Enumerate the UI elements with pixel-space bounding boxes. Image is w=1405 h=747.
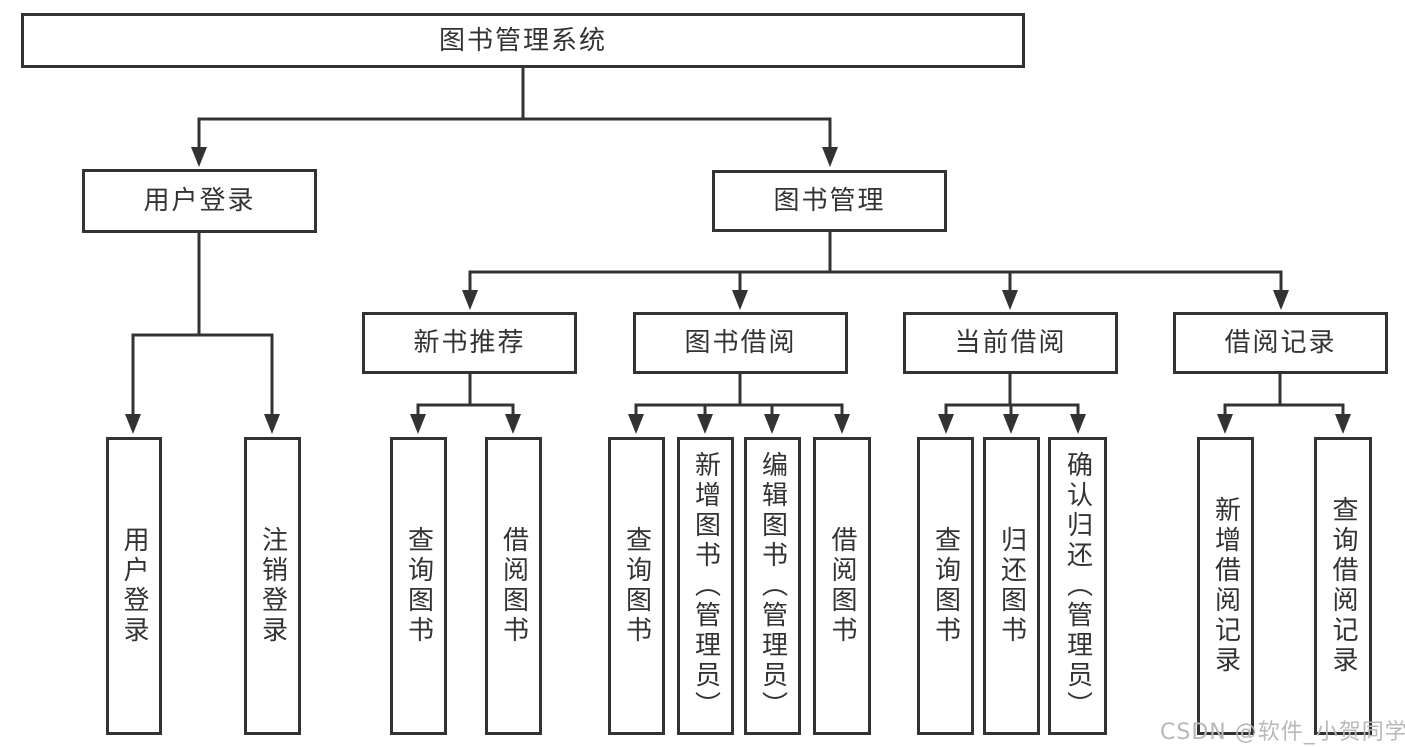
leaf-add-borrow-record-label: 新增借阅记录 [1210,496,1241,676]
leaf-add-borrow-record: 新增借阅记录 [1197,437,1254,735]
arrow-icon [938,414,954,434]
arrow-icon [410,414,426,434]
node-book-management-label: 图书管理 [773,186,886,216]
node-new-book-recommend-label: 新书推荐 [413,328,526,358]
user-login-connector [131,231,274,419]
leaf-add-book-admin-label: 新增图书（管理员） [690,451,721,721]
leaf-confirm-return-admin: 确认归还（管理员） [1048,437,1107,735]
leaf-query-books-borrow-label: 查询图书 [621,526,652,646]
leaf-query-books-current-label: 查询图书 [930,526,961,646]
arrow-icon [264,414,280,434]
connector-lines [131,66,1345,419]
root-connector [197,66,832,152]
csdn-watermark: CSDN @软件_小贺同学 [1160,720,1405,745]
leaf-query-books-recommend-label: 查询图书 [403,526,434,646]
leaf-edit-book-admin-label: 编辑图书（管理员） [757,451,788,721]
node-current-borrow-label: 当前借阅 [954,328,1067,358]
arrow-icon [732,290,748,310]
borrow-records-connector [1223,372,1345,419]
arrow-icon [628,414,644,434]
leaf-borrow-books-label: 借阅图书 [827,526,857,646]
arrow-icon [191,147,207,167]
arrow-icon [505,414,521,434]
leaf-return-books-label: 归还图书 [996,526,1027,646]
node-root: 图书管理系统 [21,13,1025,68]
node-user-login-label: 用户登录 [143,186,256,216]
node-current-borrow: 当前借阅 [903,312,1118,374]
leaf-borrow-books: 借阅图书 [813,437,871,735]
arrow-icon [1003,414,1019,434]
arrow-icon [1070,414,1086,434]
node-book-borrow-label: 图书借阅 [684,328,797,358]
leaf-query-books-current: 查询图书 [917,437,974,735]
node-book-borrow: 图书借阅 [633,312,848,374]
arrow-icon [1217,414,1233,434]
leaf-borrow-books-recommend-label: 借阅图书 [498,526,529,646]
leaf-query-borrow-record-label: 查询借阅记录 [1328,496,1358,676]
arrow-icon [1273,290,1289,310]
leaf-query-books-recommend: 查询图书 [390,437,447,735]
node-borrow-records: 借阅记录 [1173,312,1388,374]
arrow-icon [697,414,713,434]
arrow-icon [125,414,141,434]
leaf-user-login: 用户登录 [106,437,162,735]
leaf-query-borrow-record: 查询借阅记录 [1314,437,1372,735]
arrow-icon [764,414,780,434]
leaf-borrow-books-recommend: 借阅图书 [485,437,542,735]
leaf-logout: 注销登录 [244,437,301,735]
book-management-connector [468,230,1283,295]
arrow-icon [1002,290,1018,310]
leaf-return-books: 归还图书 [983,437,1040,735]
node-root-label: 图书管理系统 [438,25,607,56]
node-new-book-recommend: 新书推荐 [362,312,577,374]
book-borrow-connector [634,372,844,419]
leaf-query-books-borrow: 查询图书 [608,437,665,735]
arrow-icon [462,290,478,310]
node-borrow-records-label: 借阅记录 [1224,328,1337,358]
node-user-login: 用户登录 [82,169,317,233]
connector-arrowheads [125,147,1351,434]
current-borrow-connector [944,372,1080,419]
arrow-icon [822,147,838,167]
new-book-recommend-connector [416,372,515,419]
leaf-user-login-label: 用户登录 [119,526,149,646]
leaf-confirm-return-admin-label: 确认归还（管理员） [1062,451,1093,721]
node-book-management: 图书管理 [712,170,947,232]
leaf-edit-book-admin: 编辑图书（管理员） [744,437,801,735]
leaf-logout-label: 注销登录 [257,526,288,646]
leaf-add-book-admin: 新增图书（管理员） [677,437,734,735]
arrow-icon [834,414,850,434]
arrow-icon [1335,414,1351,434]
